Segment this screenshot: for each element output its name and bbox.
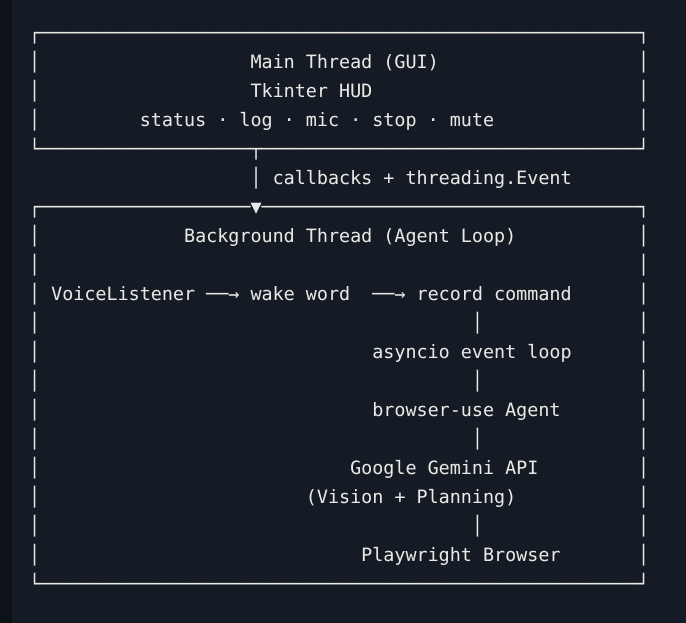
box2-title-line: │ Background Thread (Agent Loop) │ [29,226,650,247]
playwright-step-line: │ Playwright Browser │ [29,545,650,566]
connector-label-line: │ callbacks + threading.Event [29,168,572,189]
voice-pipeline-line: │ VoiceListener ──→ wake word ──→ record… [29,284,650,305]
gemini-step-line: │ Google Gemini API │ [29,458,650,479]
box2-bottom-border: └───────────────────────────────────────… [29,574,650,595]
connector-line: │ │ │ [29,313,650,334]
box1-bottom-border: └───────────────────┬───────────────────… [29,139,650,160]
box2-top-border-with-arrowhead: ┌───────────────────▼───────────────────… [29,197,650,218]
asyncio-step-line: │ asyncio event loop │ [29,342,650,363]
connector-line: │ │ │ [29,429,650,450]
connector-line: │ │ │ [29,516,650,537]
browser-use-step-line: │ browser-use Agent │ [29,400,650,421]
gemini-subtitle-line: │ (Vision + Planning) │ [29,487,650,508]
box1-top-border: ┌───────────────────────────────────────… [29,23,650,44]
box2-blank-line: │ │ [29,255,650,276]
box1-subtitle-line: │ Tkinter HUD │ [29,81,650,102]
box1-title-line: │ Main Thread (GUI) │ [29,52,650,73]
architecture-diagram: ┌───────────────────────────────────────… [29,19,649,599]
connector-line: │ │ │ [29,371,650,392]
window-left-edge [0,0,12,623]
box1-hud-controls-line: │ status · log · mic · stop · mute │ [29,110,650,131]
